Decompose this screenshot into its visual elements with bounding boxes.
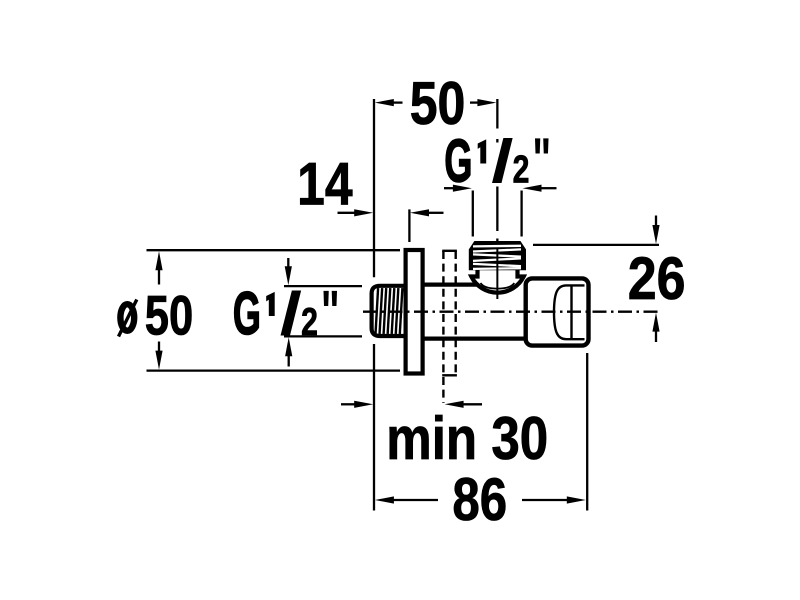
svg-text:50: 50 bbox=[145, 284, 194, 346]
svg-text:26: 26 bbox=[628, 245, 686, 312]
svg-text:86: 86 bbox=[452, 465, 507, 533]
svg-text:14: 14 bbox=[297, 150, 353, 217]
svg-text:min 30: min 30 bbox=[386, 405, 548, 472]
svg-text:50: 50 bbox=[410, 70, 466, 137]
